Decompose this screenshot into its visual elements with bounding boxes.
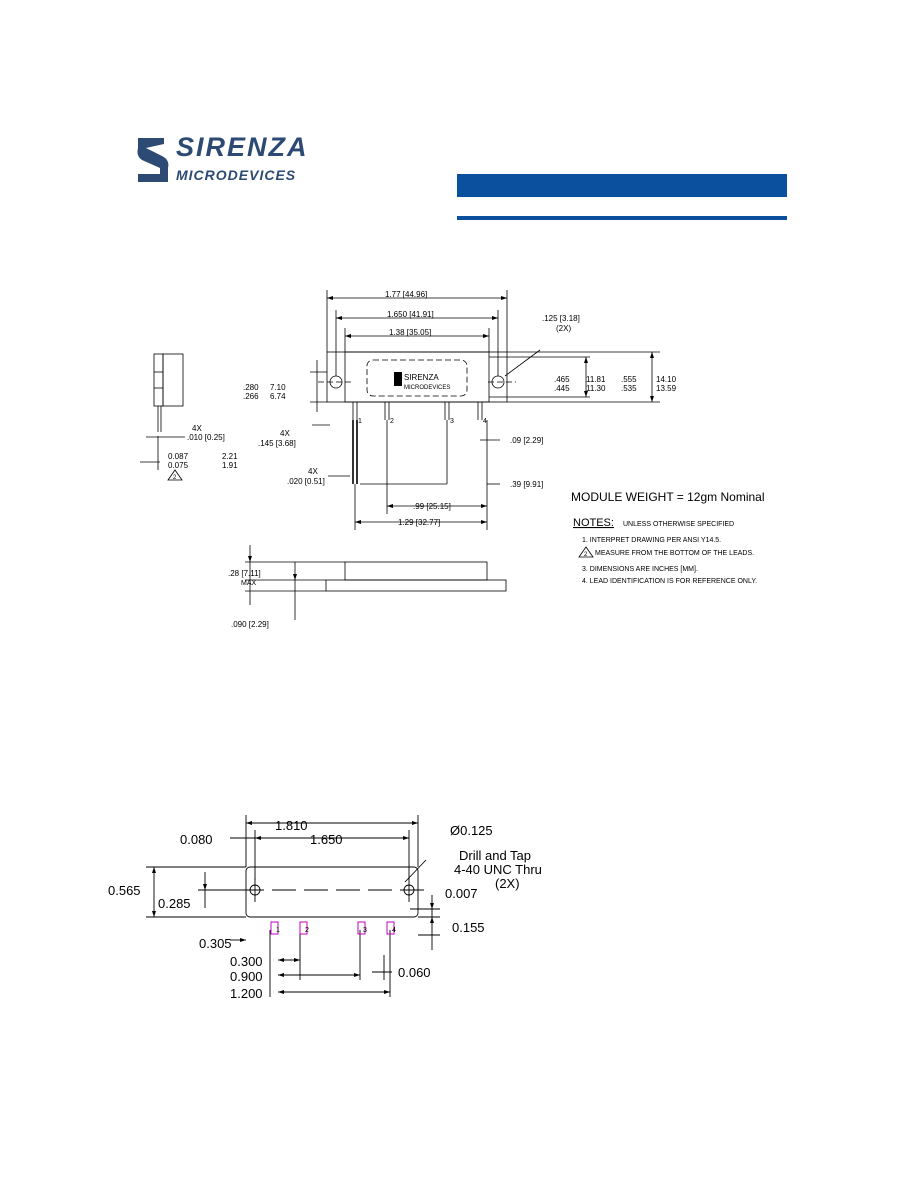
dim-overall-length: 1.77 [44.96] (385, 290, 427, 299)
lead-label-1: 1 (358, 418, 362, 425)
fp-hole-note-3: (2X) (495, 876, 520, 891)
body-logo: SIRENZA MICRODEVICES (394, 372, 450, 391)
dim-lead-len-mm1: 2.21 (222, 452, 238, 461)
dim-body-w-in2: .445 (554, 384, 570, 393)
dim-lead-offset-count: 4X (280, 429, 290, 438)
dim-lead-thk-count: 4X (192, 424, 202, 433)
fp-dim-pitch2: 0.900 (230, 969, 263, 984)
fp-dim-holes: 1.650 (310, 832, 343, 847)
fp-dim-pitch1: 0.300 (230, 954, 263, 969)
fp-dim-step: 0.007 (445, 886, 478, 901)
dim-side-height: .28 [7.11] (228, 569, 261, 578)
fp-dim-lead-w: 0.060 (398, 965, 431, 980)
fp-lead-label-1: 1 (276, 927, 280, 934)
body-label-2: MICRODEVICES (404, 385, 450, 391)
note-3: 3. DIMENSIONS ARE INCHES [MM]. (582, 566, 698, 573)
note-4: 4. LEAD IDENTIFICATION IS FOR REFERENCE … (582, 578, 757, 585)
body-label-1: SIRENZA (404, 373, 439, 382)
notes-title: NOTES: (573, 517, 614, 529)
lead-label-4: 4 (483, 418, 487, 425)
note-2: MEASURE FROM THE BOTTOM OF THE LEADS. (595, 550, 754, 557)
dim-height-a-in2: .266 (243, 392, 259, 401)
dim-body-length: 1.38 [35.05] (389, 328, 431, 337)
module-weight: MODULE WEIGHT = 12gm Nominal (571, 490, 765, 504)
dim-lead-len-in2: 0.075 (168, 461, 189, 470)
logo-s-mark (137, 138, 169, 182)
fp-hole-note-2: 4-40 UNC Thru (454, 862, 542, 877)
lead-label-3: 3 (450, 418, 454, 425)
svg-text:2: 2 (584, 552, 588, 558)
fp-dim-hole-dia: Ø0.125 (450, 823, 493, 838)
note-2-symbol: 2 (167, 469, 183, 481)
svg-text:2: 2 (173, 475, 177, 481)
header-band-thin (457, 216, 787, 220)
dim-body-w-in1: .465 (554, 375, 570, 384)
dim-lead-w-count: 4X (308, 467, 318, 476)
dim-height-a-mm2: 6.74 (270, 392, 286, 401)
dim-body-w-mm1: 11.81 (586, 375, 606, 384)
note-2-triangle: 2 (578, 546, 594, 558)
dim-lead-pitch-small: .09 [2.29] (510, 436, 543, 445)
fp-lead-label-2: 2 (305, 927, 309, 934)
dim-hole-spacing: 1.650 [41.91] (387, 310, 434, 319)
package-outline-drawing: SIRENZA MICRODEVICES 1.77 [44.96] 1.650 … (140, 290, 765, 629)
fp-lead-label-3: 3 (363, 927, 367, 934)
logo-name: SIRENZA (176, 132, 309, 162)
dim-lead-span-a: .99 [25.15] (413, 502, 451, 511)
dim-lead-len-mm2: 1.91 (222, 461, 238, 470)
dim-lead-thk: .010 [0.25] (187, 433, 225, 442)
fp-dim-pitch3: 1.200 (230, 986, 263, 1001)
lead-label-2: 2 (390, 418, 394, 425)
dim-lead-offset: .145 [3.68] (258, 439, 296, 448)
dim-lead-w: .020 [0.51] (287, 477, 325, 486)
company-logo: SIRENZA MICRODEVICES (134, 130, 307, 188)
dim-lead-len-in1: 0.087 (168, 452, 189, 461)
dim-side-height-note: MAX (241, 580, 257, 587)
notes-subtitle: UNLESS OTHERWISE SPECIFIED (623, 521, 734, 528)
dim-flange-w-mm2: 13.59 (656, 384, 677, 393)
fp-dim-lead-offset: 0.305 (199, 936, 232, 951)
fp-dim-height: 0.565 (108, 883, 141, 898)
dim-flange-w-in2: .535 (621, 384, 637, 393)
dim-body-w-mm2: 11.30 (586, 384, 606, 393)
note-1: 1. INTERPRET DRAWING PER ANSI Y14.5. (582, 537, 721, 544)
dim-lead-pitch-mid: .39 [9.91] (510, 480, 543, 489)
dim-height-a-in1: .280 (243, 383, 259, 392)
dim-flange-w-in1: .555 (621, 375, 637, 384)
dim-hole-count: (2X) (556, 324, 571, 333)
dim-flange-w-mm1: 14.10 (656, 375, 677, 384)
header-band-thick (457, 174, 787, 197)
fp-hole-note-1: Drill and Tap (459, 848, 531, 863)
logo-tagline: MICRODEVICES (176, 167, 297, 183)
fp-dim-overall: 1.810 (275, 818, 308, 833)
fp-dim-center: 0.285 (158, 896, 191, 911)
fp-dim-lead-h: 0.155 (452, 920, 485, 935)
fp-dim-edge: 0.080 (180, 832, 213, 847)
dim-height-a-mm1: 7.10 (270, 383, 286, 392)
dim-hole-dia: .125 [3.18] (542, 314, 580, 323)
dim-lead-span-b: 1.29 [32.77] (398, 518, 440, 527)
fp-lead-label-4: 4 (392, 927, 396, 934)
dim-flange-thk: .090 [2.29] (231, 620, 269, 629)
mounting-footprint-drawing: 1.810 1.650 0.080 0.565 0.285 0.305 0.30… (108, 815, 542, 1001)
